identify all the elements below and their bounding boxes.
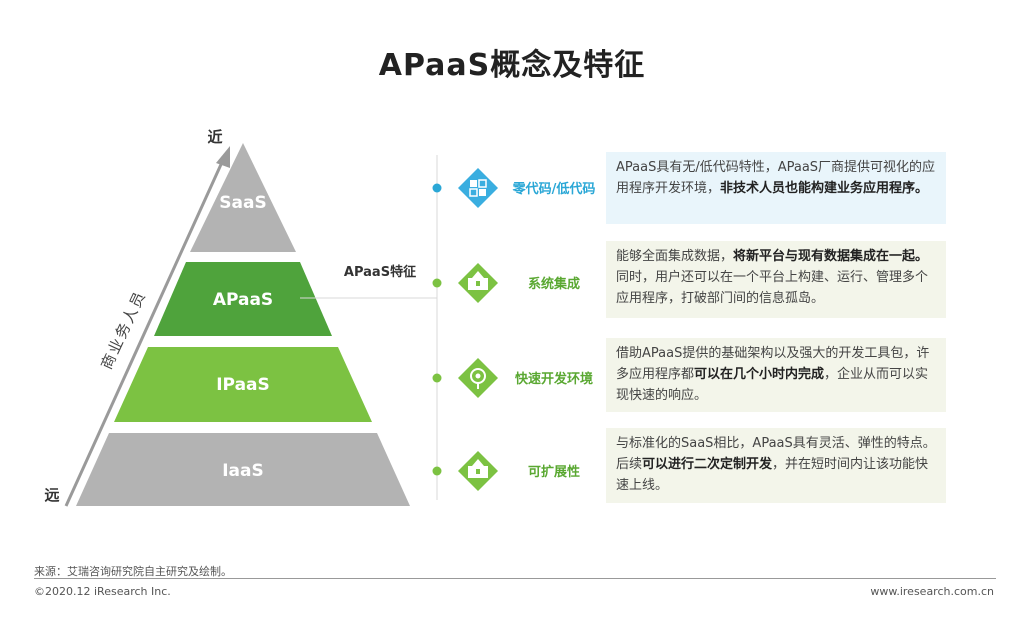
pyramid-label-iaas: IaaS	[222, 461, 264, 481]
axis-arrowhead-icon	[216, 146, 230, 168]
feature-desc-integration: 能够全面集成数据，将新平台与现有数据集成在一起。同时，用户还可以在一个平台上构建…	[606, 241, 946, 318]
website-link[interactable]: www.iresearch.com.cn	[870, 585, 994, 598]
desc-bold-text: 非技术人员也能构建业务应用程序。	[720, 181, 929, 196]
feature-name-lowcode: 零代码/低代码	[512, 181, 596, 197]
source-note: 来源：艾瑞咨询研究院自主研究及绘制。	[34, 565, 232, 578]
desc-text: APaaS具有无/低代码特性，APaaS厂商提供可视化的应用程序开发环境，	[616, 160, 936, 196]
axis-far-label: 远	[44, 486, 59, 504]
extensibility-icon	[458, 451, 498, 491]
feature-desc-lowcode: APaaS具有无/低代码特性，APaaS厂商提供可视化的应用程序开发环境，非技术…	[606, 152, 946, 224]
feature-dot-2	[432, 278, 442, 288]
features-label: APaaS特征	[344, 264, 416, 280]
feature-desc-rapid-dev: 借助APaaS提供的基础架构以及强大的开发工具包，许多应用程序都可以在几个小时内…	[606, 338, 946, 412]
rapid-dev-icon	[458, 358, 498, 398]
pyramid-layer-ipaas	[114, 347, 372, 422]
desc-text: 与标准化的SaaS相比，APaaS具有灵活、弹性的特点。后续	[616, 436, 936, 472]
pyramid-label-apaas: APaaS	[213, 290, 273, 310]
feature-desc-extensibility: 与标准化的SaaS相比，APaaS具有灵活、弹性的特点。后续可以进行二次定制开发…	[606, 428, 946, 503]
desc-text: 借助APaaS提供的基础架构以及强大的开发工具包，许多应用程序都	[616, 346, 930, 382]
pyramid-layer-apaas	[154, 262, 332, 336]
feature-dot-4	[432, 466, 442, 476]
desc-bold-text: 可以进行二次定制开发	[642, 457, 773, 472]
desc-bold-text: 可以在几个小时内完成	[694, 367, 825, 382]
desc-text: ，企业从而可以实现快速的响应。	[616, 367, 929, 403]
page-title: APaaS概念及特征	[378, 48, 646, 83]
feature-dot-3	[432, 373, 442, 383]
desc-bold-text: 将新平台与现有数据集成在一起。	[733, 249, 929, 264]
integration-icon	[458, 263, 498, 303]
lowcode-icon	[458, 168, 498, 208]
desc-text: 同时，用户还可以在一个平台上构建、运行、管理多个应用程序，打破部门间的信息孤岛。	[616, 270, 929, 306]
pyramid-label-ipaas: IPaaS	[216, 375, 270, 395]
desc-text: ，并在短时间内让该功能快速上线。	[616, 457, 929, 493]
axis-rotated-label: 商业务人员	[97, 288, 149, 373]
axis-arrow-line	[64, 159, 225, 507]
axis-near-label: 近	[207, 128, 222, 146]
pyramid-label-saas: SaaS	[219, 193, 266, 213]
pyramid-layer-iaas	[76, 433, 410, 506]
desc-text: 能够全面集成数据，	[616, 249, 734, 264]
feature-name-extensibility: 可扩展性	[528, 464, 580, 480]
footer-divider	[34, 578, 996, 579]
feature-name-integration: 系统集成	[528, 276, 580, 292]
copyright-text: ©2020.12 iResearch Inc.	[34, 585, 171, 598]
feature-name-rapid-dev: 快速开发环境	[515, 371, 593, 387]
pyramid-layer-saas	[190, 143, 296, 252]
feature-dot-1	[432, 183, 442, 193]
